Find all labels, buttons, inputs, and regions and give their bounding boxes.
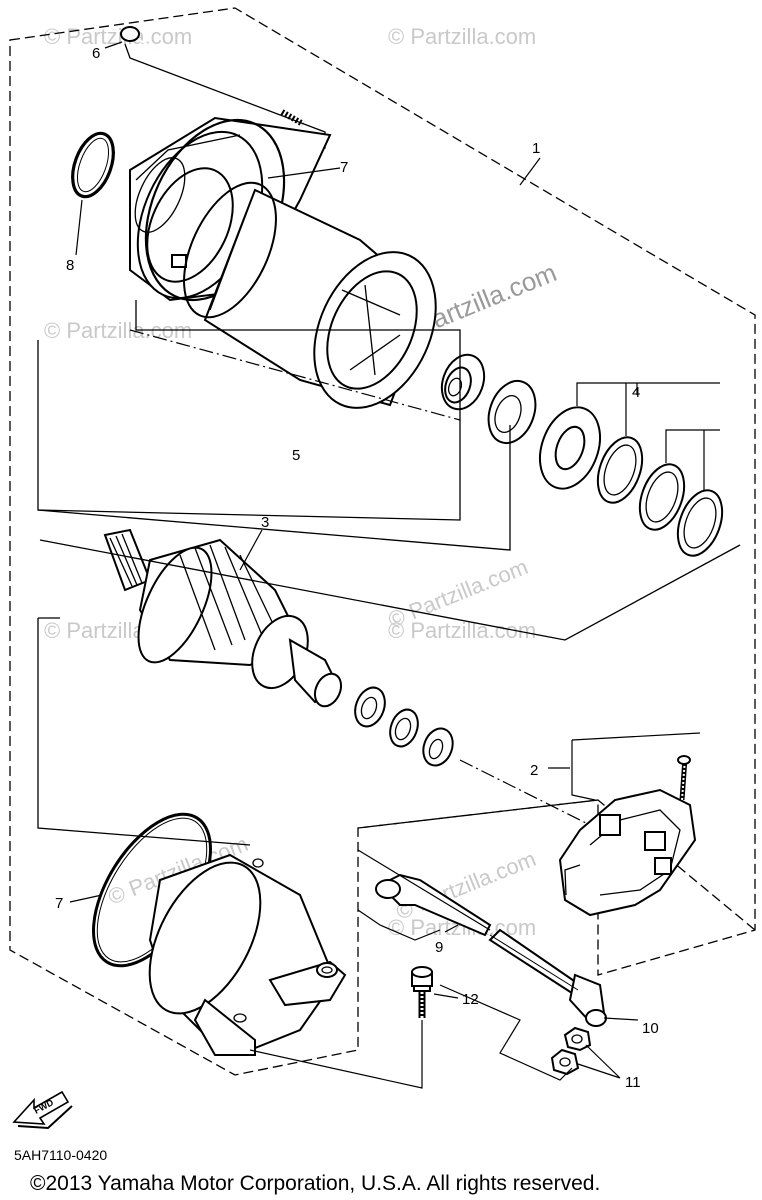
assembly-axis-1 [129, 329, 461, 421]
callout-3: 3 [261, 514, 269, 531]
armature-bracket [37, 617, 251, 846]
part-8-o-ring [71, 131, 115, 199]
callout-12: 12 [462, 991, 479, 1008]
callout-leaders [69, 41, 639, 1079]
callout-7-top: 7 [340, 159, 348, 176]
assembly-axis-2 [459, 759, 591, 826]
part-2-brush-holder [558, 732, 701, 917]
callout-9: 9 [435, 939, 443, 956]
part-9-lead [357, 849, 492, 941]
callout-6: 6 [92, 45, 100, 62]
callout-1: 1 [532, 140, 540, 157]
fwd-arrow-icon: FWD [12, 1090, 73, 1130]
callout-8: 8 [66, 257, 74, 274]
callout-11: 11 [625, 1074, 641, 1091]
callout-5-bracket-inner [37, 300, 461, 521]
copyright-notice: ©2013 Yamaha Motor Corporation, U.S.A. A… [30, 1172, 600, 1195]
part-4-washer-set [539, 382, 724, 557]
callout-5: 5 [292, 447, 300, 464]
callout-4: 4 [632, 384, 640, 401]
armature-bracket-right [39, 539, 741, 641]
callout-10: 10 [642, 1020, 659, 1037]
oil-seal [487, 380, 537, 444]
watermark-top-right: © Partzilla.com [388, 24, 536, 49]
rear-cover [148, 853, 347, 1056]
watermark-mid-right: © Partzilla.com [388, 618, 536, 643]
callout-2: 2 [530, 762, 538, 779]
part-10-lead-boot [488, 928, 607, 1027]
callout-7-bottom: 7 [55, 895, 63, 912]
armature-washers [354, 686, 454, 767]
diagram-code: 5AH7110-0420 [14, 1147, 107, 1163]
part-12-bolt [249, 966, 433, 1089]
bearing [440, 353, 486, 411]
part-11-nuts [439, 984, 592, 1081]
callout-labels: 1 2 3 4 5 6 7 7 8 9 10 11 12 [55, 45, 659, 1091]
watermark-top-left: © Partzilla.com [44, 24, 192, 49]
part-3-armature [103, 528, 343, 708]
callout-5-bracket [37, 340, 511, 551]
brush-holder-boundary [357, 799, 756, 931]
